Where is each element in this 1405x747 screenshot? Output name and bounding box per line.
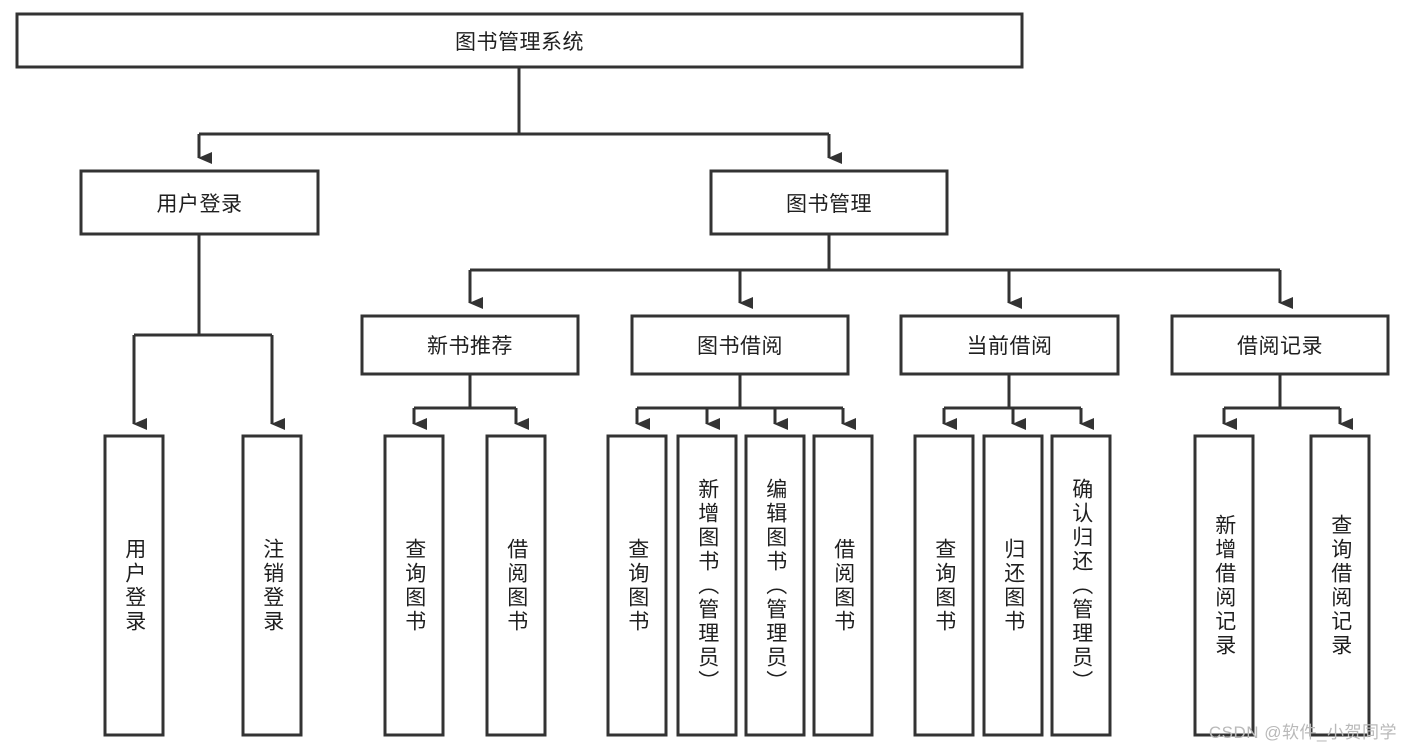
node-box-leaf-query-borrow-record[interactable] <box>1309 434 1371 737</box>
watermark: CSDN @软件_小贺同学 <box>1208 723 1397 742</box>
node-box-leaf-add-book-admin[interactable] <box>676 434 738 737</box>
node-box-root[interactable] <box>15 12 1024 69</box>
node-box-leaf-return-book[interactable] <box>982 434 1044 737</box>
node-box-user-login[interactable] <box>79 169 320 236</box>
node-box-book-management[interactable] <box>709 169 949 236</box>
node-box-leaf-logout-login[interactable] <box>241 434 303 737</box>
node-box-leaf-query-book-recommend[interactable] <box>383 434 445 737</box>
node-box-leaf-borrow-book[interactable] <box>812 434 874 737</box>
node-box-leaf-query-book-current[interactable] <box>913 434 975 737</box>
node-box-book-borrow[interactable] <box>630 314 850 376</box>
node-box-leaf-edit-book-admin[interactable] <box>744 434 806 737</box>
node-box-leaf-borrow-book-recommend[interactable] <box>485 434 547 737</box>
node-box-leaf-user-login[interactable] <box>103 434 165 737</box>
node-box-new-book-recommend[interactable] <box>360 314 580 376</box>
node-box-borrow-record[interactable] <box>1170 314 1390 376</box>
node-box-leaf-query-book-borrow[interactable] <box>606 434 668 737</box>
node-box-leaf-add-borrow-record[interactable] <box>1193 434 1255 737</box>
node-box-leaf-confirm-return-admin[interactable] <box>1050 434 1112 737</box>
node-box-current-borrow[interactable] <box>899 314 1120 376</box>
